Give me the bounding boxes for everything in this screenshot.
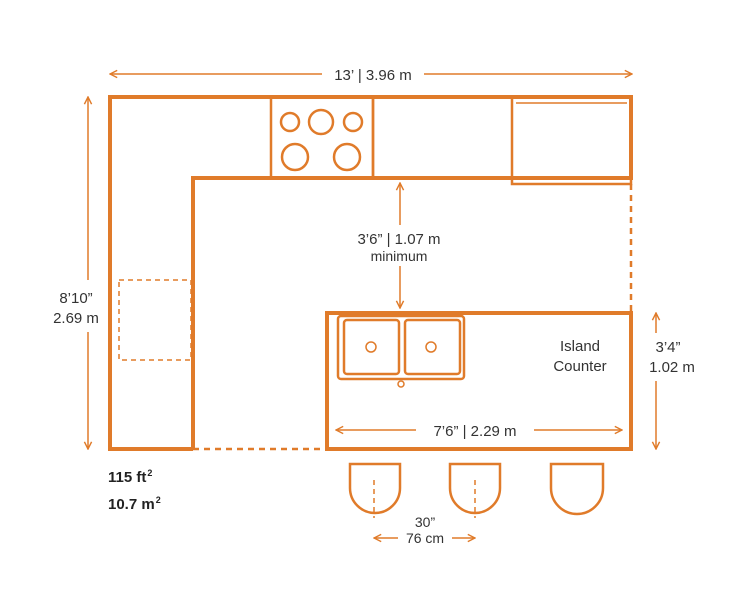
svg-text:3’4”: 3’4” <box>655 339 680 356</box>
dishwasher-icon <box>118 279 192 361</box>
area-imperial: 115 ft2 <box>108 468 153 486</box>
stool-spacing-dimension: 30” 76 cm <box>374 514 475 546</box>
svg-text:3’6” | 1.07 m: 3’6” | 1.07 m <box>357 231 440 248</box>
bar-stool-icon <box>448 462 502 515</box>
bar-stool-icon <box>348 462 402 515</box>
island-counter <box>325 311 633 451</box>
bar-stool-icon <box>549 462 605 516</box>
area-label: 115 ft2 10.7 m2 <box>108 462 161 516</box>
island-length-dimension: 7’6” | 2.29 m <box>336 423 622 440</box>
refrigerator-icon <box>510 95 633 186</box>
svg-text:2.69 m: 2.69 m <box>53 310 99 327</box>
cooktop-icon <box>269 95 375 180</box>
svg-text:1.02 m: 1.02 m <box>649 359 695 376</box>
svg-text:8’10”: 8’10” <box>59 290 92 307</box>
svg-text:30”: 30” <box>415 514 436 530</box>
overall-width-dimension: 13’ | 3.96 m <box>110 67 632 84</box>
island-label: Island <box>560 338 600 355</box>
aisle-clearance-dimension: 3’6” | 1.07 m minimum <box>357 183 441 308</box>
l-shaped-counter <box>108 95 633 451</box>
double-sink-icon <box>336 314 466 388</box>
svg-text:76 cm: 76 cm <box>406 530 444 546</box>
svg-text:7’6” | 2.29 m: 7’6” | 2.29 m <box>433 423 516 440</box>
overall-depth-dimension: 8’10” 2.69 m <box>53 97 99 449</box>
svg-text:13’ | 3.96 m: 13’ | 3.96 m <box>334 67 412 84</box>
island-depth-dimension: 3’4” 1.02 m <box>649 313 695 449</box>
area-metric: 10.7 m2 <box>108 495 161 513</box>
svg-text:minimum: minimum <box>371 248 428 264</box>
island-label: Counter <box>553 358 606 375</box>
